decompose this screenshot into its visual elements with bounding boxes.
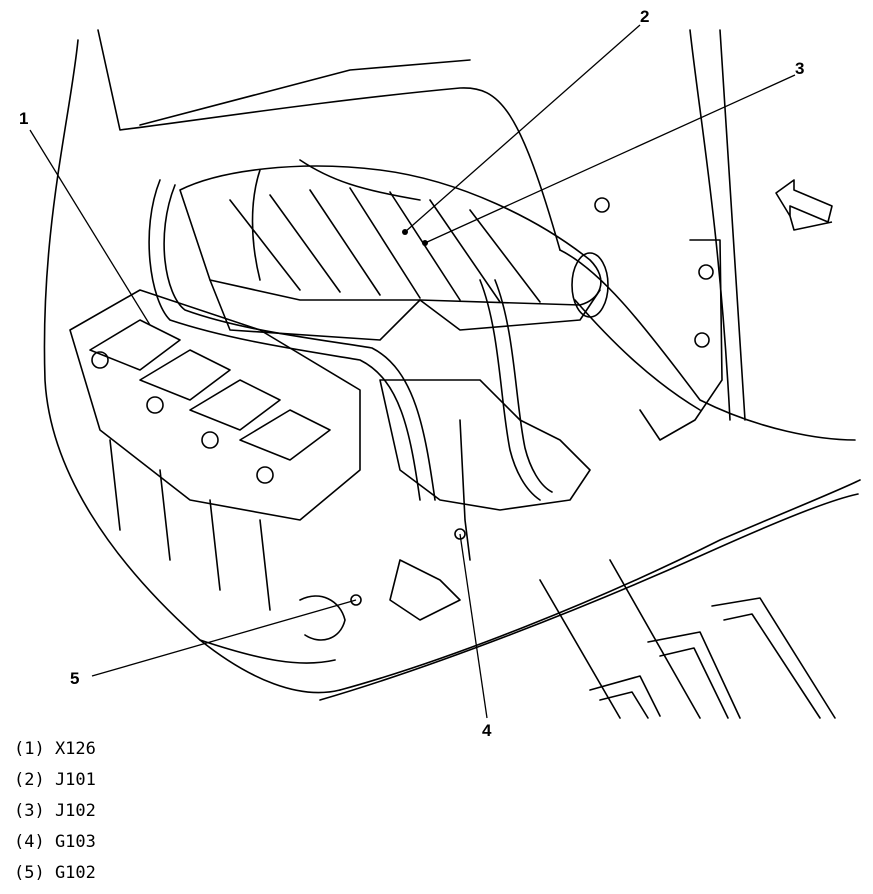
leader-line-2 xyxy=(404,24,641,233)
callout-number-2: 2 xyxy=(640,7,649,26)
legend-item-g103: (4) G103 xyxy=(14,832,96,852)
front-direction-arrow-icon xyxy=(775,179,833,231)
line-drawing: 1 2 3 4 5 xyxy=(19,7,861,740)
callout-number-5: 5 xyxy=(70,669,79,688)
callout-dot-2 xyxy=(402,229,408,235)
lower-engine-components xyxy=(299,379,591,641)
vehicle-body-outline xyxy=(43,29,861,701)
callout-legend: (1) X126 (2) J101 (3) J102 (4) G103 (5) … xyxy=(14,734,414,889)
hoses xyxy=(148,159,553,501)
callout-number-3: 3 xyxy=(795,59,804,78)
leader-line-3 xyxy=(424,74,796,244)
leader-line-4 xyxy=(459,533,488,719)
fender-panel xyxy=(574,197,723,441)
intake-manifold xyxy=(179,165,609,341)
cylinder-head xyxy=(69,289,361,611)
callout-dot-3 xyxy=(422,240,428,246)
floor-slots xyxy=(539,559,836,719)
legend-item-j101: (2) J101 xyxy=(14,770,96,790)
engine-compartment-illustration: 1 2 3 4 5 xyxy=(19,7,861,740)
callout-number-4: 4 xyxy=(482,721,492,740)
leader-line-5 xyxy=(91,599,357,677)
callout-number-1: 1 xyxy=(19,109,28,128)
legend-item-g102: (5) G102 xyxy=(14,863,96,883)
legend-item-x126: (1) X126 xyxy=(14,739,96,759)
leader-line-1 xyxy=(29,129,151,326)
legend-item-j102: (3) J102 xyxy=(14,801,96,821)
